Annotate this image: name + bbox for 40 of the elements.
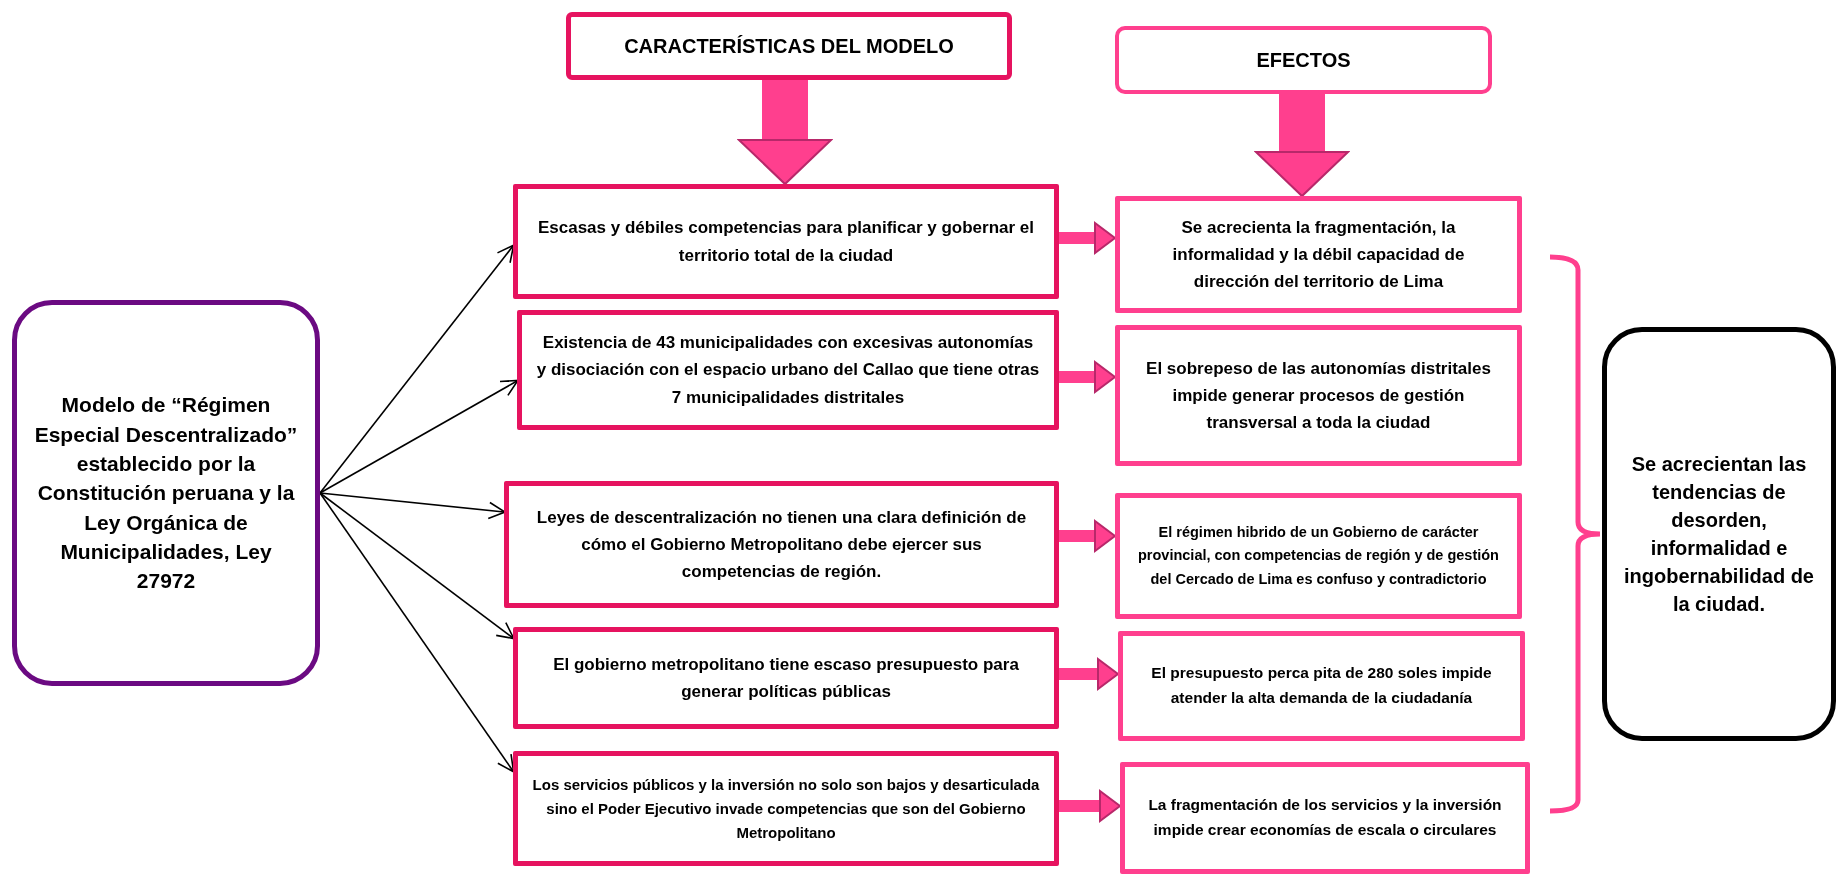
characteristic-box [513, 627, 1059, 729]
box-text: Se acrecienta la fragmentación, la informalidad y la débil capacidad de dirección del territorio de Lima [1171, 216, 1466, 294]
effect-box [1120, 762, 1530, 874]
model-box [12, 300, 320, 686]
block-arrow [1059, 222, 1116, 254]
box-text: Escasas y débiles competencias para planificar y gobernar el territorio total de la ciudad [536, 217, 1036, 267]
arrow [319, 492, 515, 773]
block-arrow [738, 80, 832, 185]
effect-box [1115, 196, 1522, 313]
arrow [319, 492, 515, 640]
box-text: El sobrepeso de las autonomías distritales impide generar procesos de gestión transversal a toda la ciudad [1145, 357, 1492, 435]
box-text: La fragmentación de los servicios y la inversión impide crear economías de escala o circulares [1147, 795, 1503, 840]
block-arrow [1255, 94, 1349, 197]
characteristic-box [513, 751, 1059, 866]
arrow [319, 492, 506, 520]
result-box [1602, 327, 1836, 741]
characteristic-box [517, 310, 1059, 430]
box-text: Los servicios públicos y la inversión no solo son bajos y desarticulada sino el Poder Ejecutivo invade competencias que son del Gobierno Metropolitano [532, 774, 1040, 843]
characteristic-box [513, 184, 1059, 299]
effect-box [1115, 325, 1522, 466]
box-text: Modelo de “Régimen Especial Descentralizado” establecido por la Constitución peruana y la Ley Orgánica de Municipalidades, Ley 27972 [33, 392, 299, 595]
block-arrow [1059, 790, 1121, 822]
box-text: El presupuesto perca pita de 280 soles impide atender la alta demanda de la ciudadanía [1150, 663, 1493, 708]
box-text: CARACTERÍSTICAS DEL MODELO [624, 34, 954, 59]
box-text: El régimen hibrido de un Gobierno de carácter provincial, con competencias de región y de gestión del Cercado de Lima es confuso y contradictorio [1137, 523, 1500, 589]
box-text: Se acrecientan las tendencias de desorden, informalidad e ingobernabilidad de la ciudad. [1623, 452, 1815, 617]
arrow [319, 379, 519, 494]
heading-box [1115, 26, 1492, 94]
characteristic-box [504, 481, 1059, 608]
effect-box [1118, 631, 1525, 741]
effect-box [1115, 493, 1522, 619]
block-arrow [1059, 361, 1116, 393]
heading-box [566, 12, 1012, 80]
block-arrow [1059, 658, 1119, 690]
block-arrow [1059, 520, 1116, 552]
arrow [319, 244, 515, 494]
box-text: El gobierno metropolitano tiene escaso presupuesto para generar políticas públicas [552, 653, 1020, 703]
box-text: Existencia de 43 municipalidades con excesivas autonomías y disociación con el espacio urbano del Callao que tiene otras 7 municipalidades distritales [536, 332, 1040, 409]
box-text: Leyes de descentralización no tienen una clara definición de cómo el Gobierno Metropolitano debe ejercer sus competencias de región. [535, 506, 1028, 584]
box-text: EFECTOS [1256, 48, 1351, 73]
